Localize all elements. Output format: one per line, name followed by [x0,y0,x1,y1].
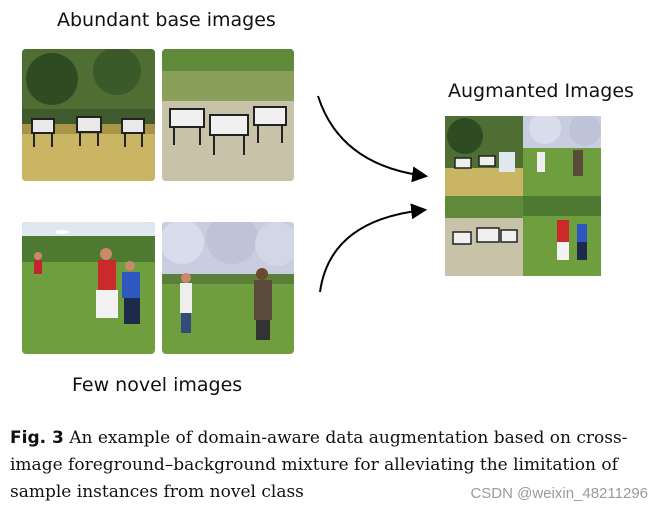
arrow-from-novel [319,203,428,293]
arrow-from-base [317,95,429,183]
figure-caption: Fig. 3 An example of domain-aware data a… [10,425,650,506]
base-image-zebras-savanna [22,49,155,181]
novel-image-frisbee-players [22,222,155,354]
watermark: CSDN @weixin_48211296 [470,485,648,502]
caption-text: An example of domain-aware data augmenta… [10,428,628,502]
augmented-image-grid [445,116,601,276]
figure-number: Fig. 3 [10,428,64,448]
novel-image-park-blossoms [162,222,294,354]
augmented-images-label: Augmanted Images [448,80,634,102]
base-images-label: Abundant base images [57,9,276,31]
base-image-zebras-field [162,49,294,181]
novel-images-label: Few novel images [72,374,243,396]
